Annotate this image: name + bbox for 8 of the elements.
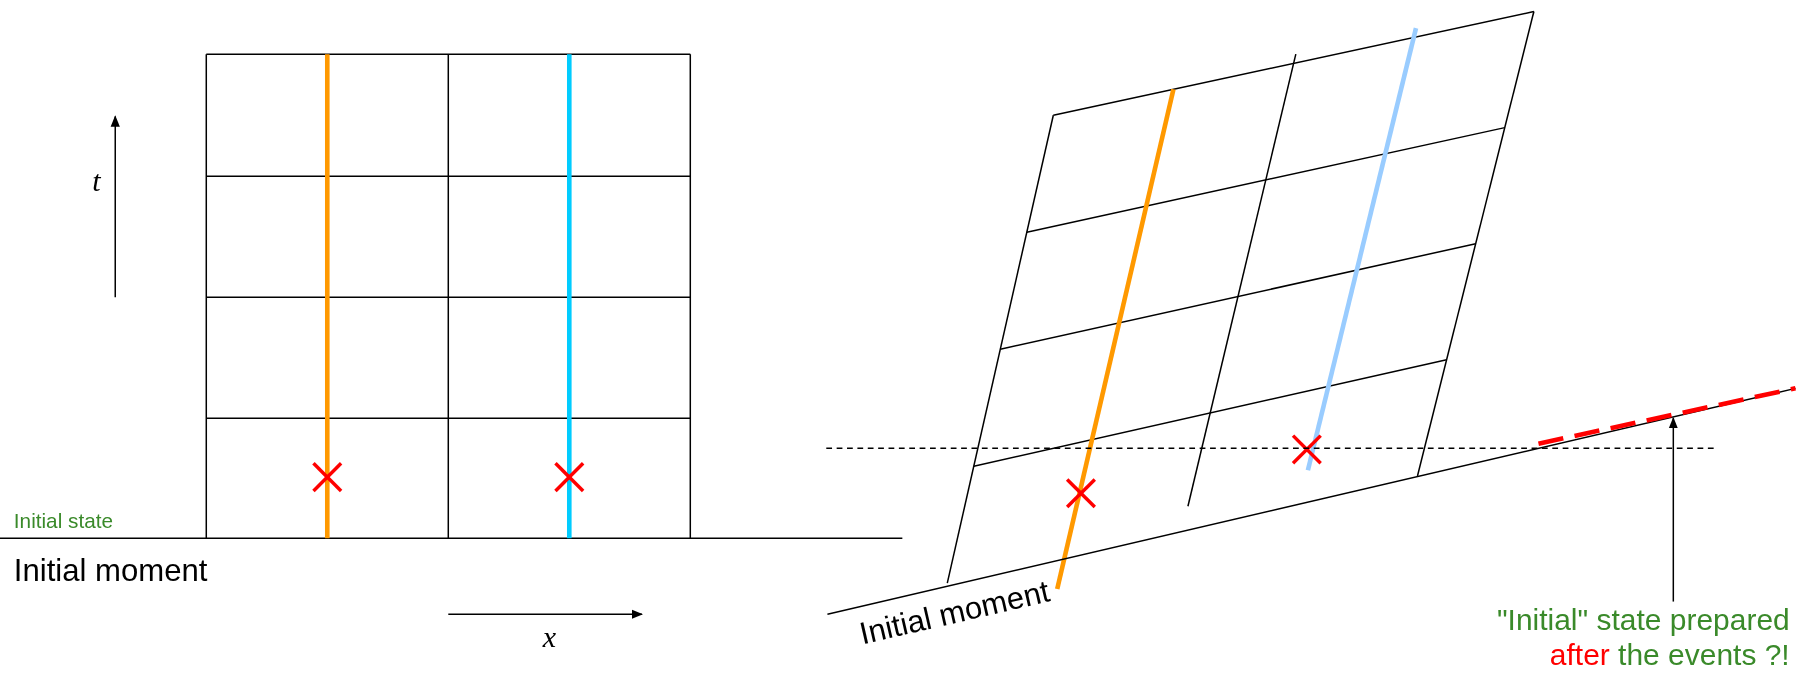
dashed-segment <box>1538 386 1796 446</box>
leader-line <box>1668 416 1678 603</box>
annotation-text: "Initial" state prepared after the events ?! <box>1382 603 1790 673</box>
axis-label: t <box>92 164 101 200</box>
moment-label: Initial moment <box>856 573 1054 653</box>
axis-label: x <box>542 620 557 655</box>
state-label: Initial state <box>13 509 113 534</box>
moment-label: Initial moment <box>13 553 208 589</box>
